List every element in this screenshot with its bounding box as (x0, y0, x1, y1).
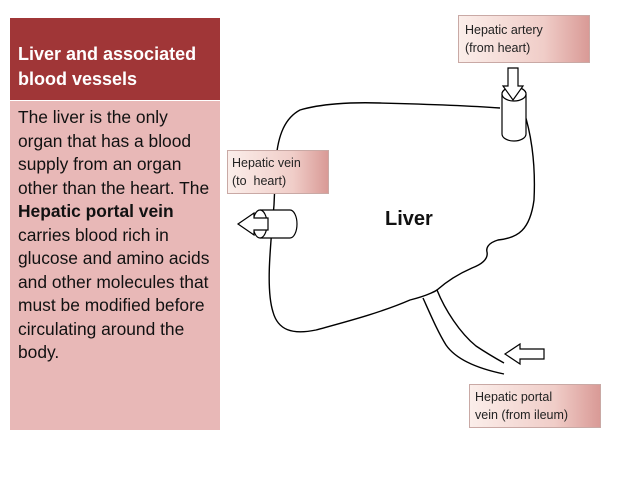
hepatic-portal-arrow-icon (503, 342, 545, 366)
hepatic-portal-label-line1: Hepatic portal (475, 390, 553, 404)
liver-outline (268, 102, 505, 364)
panel-description: The liver is the only organ that has a b… (10, 101, 220, 430)
panel-title: Liver and associated blood vessels (10, 18, 220, 100)
hepatic-artery-label-line2: (from heart) (465, 41, 531, 55)
liver-label: Liver (385, 208, 433, 230)
description-bold-term: Hepatic portal vein (18, 201, 174, 221)
hepatic-artery-label-line1: Hepatic artery (465, 23, 543, 37)
description-text-end: carries blood rich in glucose and amino … (18, 224, 210, 363)
hepatic-vein-label: Hepatic vein (to heart) (227, 150, 329, 194)
hepatic-vein-label-line1: Hepatic vein (232, 156, 301, 170)
liver-right-lobe-outline (436, 111, 536, 291)
hepatic-artery-label: Hepatic artery (from heart) (458, 15, 590, 63)
hepatic-artery-arrow-icon (501, 67, 525, 102)
hepatic-vein-label-line2: (to heart) (232, 174, 287, 188)
hepatic-vein-arrow-icon (236, 211, 269, 237)
description-text-start: The liver is the only organ that has a b… (18, 107, 210, 198)
portal-vein-tube (422, 297, 505, 375)
hepatic-portal-label-line2: vein (from ileum) (475, 408, 569, 422)
hepatic-portal-vein-label: Hepatic portal vein (from ileum) (469, 384, 601, 428)
